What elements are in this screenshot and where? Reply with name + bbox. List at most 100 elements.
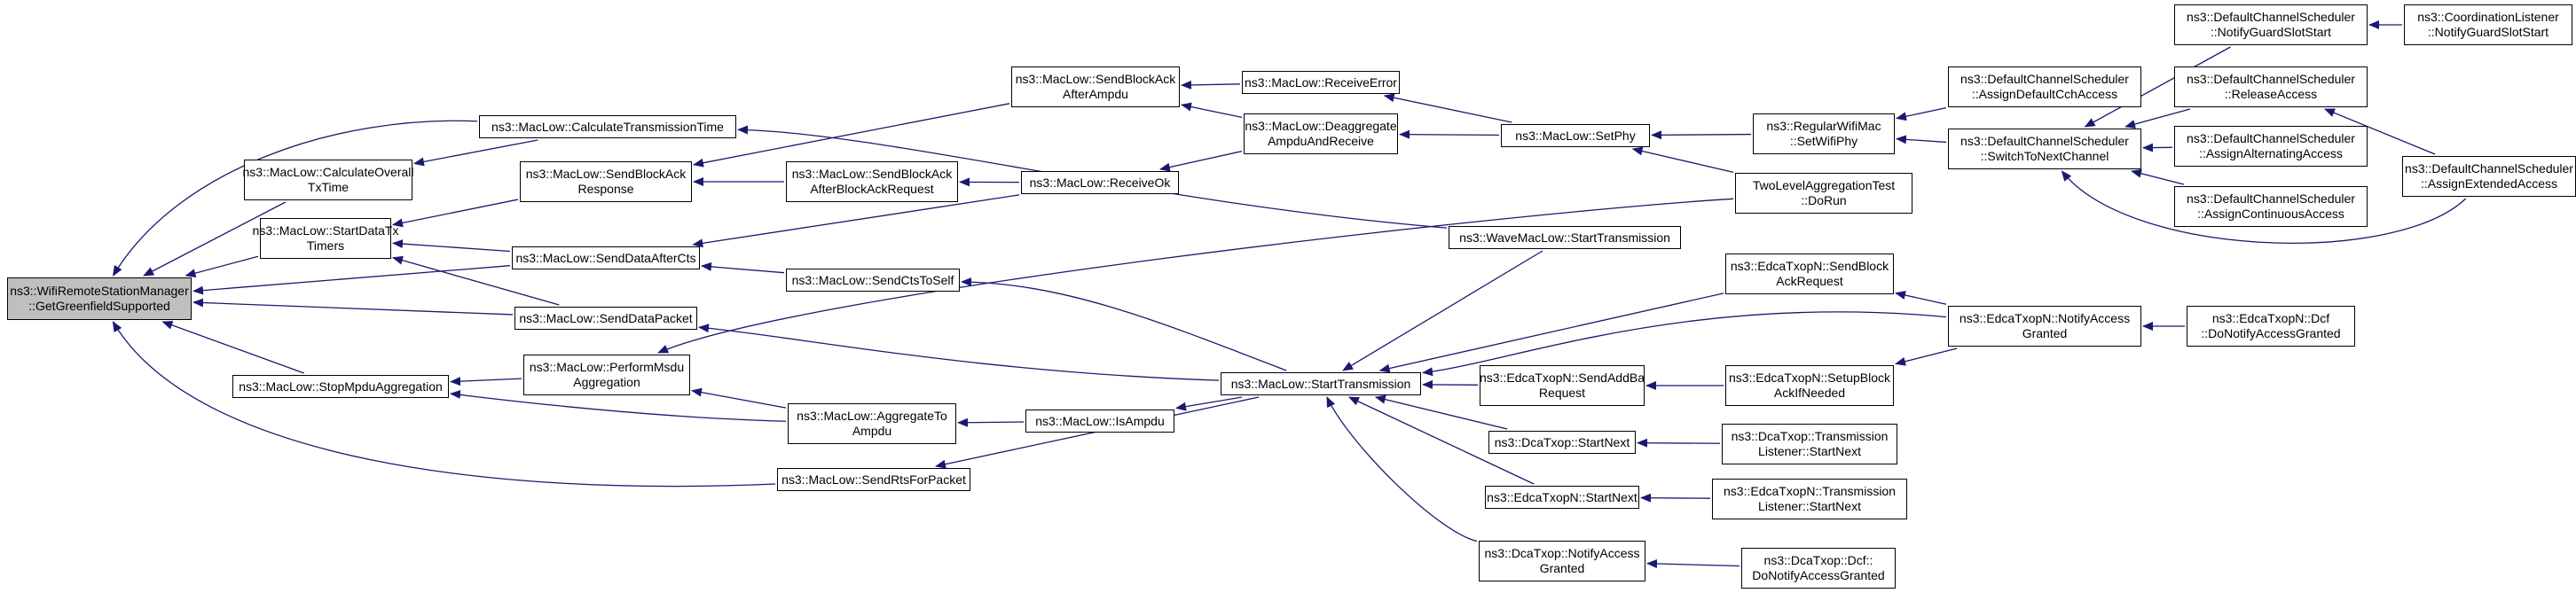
node-label-line: ns3::MacLow::IsAmpdu <box>1035 413 1165 428</box>
node-edcaStartNext[interactable]: ns3::EdcaTxopN::StartNext <box>1485 486 1639 509</box>
node-label-line: Aggregation <box>573 375 640 389</box>
node-label-line: Granted <box>1539 561 1585 575</box>
edge-startTransmission-to-sendDataPacket <box>698 324 1220 381</box>
node-label-line: ns3::EdcaTxopN::StartNext <box>1487 489 1637 504</box>
node-receiveError[interactable]: ns3::MacLow::ReceiveError <box>1242 71 1400 94</box>
node-setPhy[interactable]: ns3::MacLow::SetPhy <box>1501 124 1650 147</box>
node-waveStart[interactable]: ns3::WaveMacLow::StartTransmission <box>1449 226 1681 249</box>
node-sendDataAfterCts[interactable]: ns3::MacLow::SendDataAfterCts <box>512 246 700 269</box>
node-twoLevel[interactable]: TwoLevelAggregationTest::DoRun <box>1735 173 1912 214</box>
node-label-line: ns3::WifiRemoteStationManager <box>10 284 189 298</box>
edge-assignExtended-to-releaseAccess <box>2323 108 2436 155</box>
edge-aggregateTo-to-stopMpdu <box>450 389 787 422</box>
edge-assignExtended-to-switchToNext <box>2061 170 2467 244</box>
edge-aggregateTo-to-performMsdu <box>691 387 787 409</box>
edge-sendDataPacket-to-root <box>192 298 514 316</box>
edge-deaggregate-to-sendBlockAckAfterAmpdu <box>1181 102 1243 119</box>
node-regSetWifiPhy[interactable]: ns3::RegularWifiMac::SetWifiPhy <box>1753 113 1895 154</box>
edge-sendBlockAckAfterAmpdu-to-sendBlockAckResp <box>693 103 1010 168</box>
node-label-line: ns3::MacLow::SetPhy <box>1515 128 1636 143</box>
node-assignContinuous[interactable]: ns3::DefaultChannelScheduler::AssignCont… <box>2174 186 2368 227</box>
node-releaseAccess[interactable]: ns3::DefaultChannelScheduler::ReleaseAcc… <box>2174 66 2368 107</box>
node-sendRts[interactable]: ns3::MacLow::SendRtsForPacket <box>777 468 970 491</box>
edge-sendRts-to-root <box>112 321 776 488</box>
node-sendDataPacket[interactable]: ns3::MacLow::SendDataPacket <box>514 307 697 330</box>
edge-edcaNotify-to-edcaSendBlockAckReq <box>1895 291 1947 305</box>
node-calcTx[interactable]: ns3::MacLow::CalculateTransmissionTime <box>479 115 736 138</box>
node-label-line: ::GetGreenfieldSupported <box>28 299 170 313</box>
node-coordListener[interactable]: ns3::CoordinationListener::NotifyGuardSl… <box>2404 4 2572 45</box>
node-edcaDcfNotify[interactable]: ns3::EdcaTxopN::Dcf::DoNotifyAccessGrant… <box>2187 306 2355 347</box>
node-label-line: Ampdu <box>852 424 892 438</box>
edge-releaseAccess-to-switchToNext <box>2124 108 2191 129</box>
node-notifyGuard[interactable]: ns3::DefaultChannelScheduler::NotifyGuar… <box>2174 4 2368 45</box>
node-dcaDcfNotify[interactable]: ns3::DcaTxop::Dcf::DoNotifyAccessGranted <box>1741 548 1896 589</box>
node-label-line: ns3::EdcaTxopN::SendAddBa <box>1480 371 1645 385</box>
node-dcaStartNext[interactable]: ns3::DcaTxop::StartNext <box>1488 431 1636 454</box>
edge-twoLevel-to-performMsdu <box>657 198 1734 354</box>
node-assignDefaultCch[interactable]: ns3::DefaultChannelScheduler::AssignDefa… <box>1948 66 2141 107</box>
edge-dcaNotify-to-startTransmission <box>1326 396 1478 542</box>
node-switchToNext[interactable]: ns3::DefaultChannelScheduler::SwitchToNe… <box>1948 129 2141 169</box>
node-assignExtended[interactable]: ns3::DefaultChannelScheduler::AssignExte… <box>2402 156 2576 197</box>
node-receiveOk[interactable]: ns3::MacLow::ReceiveOk <box>1021 171 1179 194</box>
node-label-line: Request <box>1538 386 1586 400</box>
node-label-line: ns3::MacLow::SendRtsForPacket <box>781 472 966 487</box>
edge-setPhy-to-deaggregate <box>1399 129 1500 139</box>
node-label-line: ns3::DefaultChannelScheduler <box>1960 134 2129 148</box>
node-stopMpdu[interactable]: ns3::MacLow::StopMpduAggregation <box>232 375 449 398</box>
node-label-line: ns3::EdcaTxopN::Transmission <box>1724 484 1896 498</box>
edge-calcTx-to-root <box>113 120 478 277</box>
node-label-line: ns3::WaveMacLow::StartTransmission <box>1459 230 1670 245</box>
node-label-line: ns3::EdcaTxopN::SetupBlock <box>1728 371 1891 385</box>
node-label-line: ns3::MacLow::StopMpduAggregation <box>239 378 443 394</box>
edge-edcaNotify-to-startTransmission <box>1422 311 1947 377</box>
node-sendCtsToSelf[interactable]: ns3::MacLow::SendCtsToSelf <box>786 269 960 292</box>
edge-edcaStartNext-to-startTransmission <box>1347 396 1535 485</box>
node-label-line: ::AssignDefaultCchAccess <box>1971 87 2118 101</box>
edge-startTransmission-to-isAmpdu <box>1175 396 1243 411</box>
node-isAmpdu[interactable]: ns3::MacLow::IsAmpdu <box>1025 410 1174 433</box>
node-label-line: ::AssignExtendedAccess <box>2420 176 2558 191</box>
node-label-line: ns3::MacLow::SendDataAfterCts <box>515 250 696 265</box>
edge-startTransmission-to-sendCtsToSelf <box>961 277 1287 371</box>
node-label-line: ns3::RegularWifiMac <box>1766 119 1881 133</box>
node-label-line: TwoLevelAggregationTest <box>1752 178 1896 192</box>
node-label-line: ns3::MacLow::Deaggregate <box>1245 119 1397 133</box>
edge-receiveOk-to-sendDataAfterCts <box>692 194 1020 248</box>
node-label-line: ns3::MacLow::SendBlockAck <box>791 167 953 181</box>
node-label-line: ns3::DefaultChannelScheduler <box>2187 72 2355 86</box>
node-label-line: ns3::DefaultChannelScheduler <box>2187 131 2355 145</box>
node-startTransmission[interactable]: ns3::MacLow::StartTransmission <box>1221 372 1421 395</box>
node-label-line: ns3::MacLow::ReceiveOk <box>1029 175 1171 190</box>
edge-waveStart-to-calcTx <box>737 125 1448 229</box>
node-label-line: AfterBlockAckRequest <box>810 182 934 196</box>
node-label-line: ns3::MacLow::SendCtsToSelf <box>791 272 954 287</box>
node-label-line: AmpduAndReceive <box>1268 134 1374 148</box>
node-label-line: ::DoNotifyAccessGranted <box>2201 326 2341 340</box>
node-root[interactable]: ns3::WifiRemoteStationManager::GetGreenf… <box>7 277 192 320</box>
node-label-line: ns3::MacLow::ReceiveError <box>1245 74 1397 90</box>
edge-sendDataAfterCts-to-startDataTx <box>392 239 511 253</box>
node-label-line: ns3::DcaTxop::NotifyAccess <box>1484 546 1640 560</box>
node-label-line: AckIfNeeded <box>1773 386 1846 400</box>
edge-sendDataPacket-to-startDataTx <box>392 255 560 306</box>
node-label-line: ns3::DefaultChannelScheduler <box>2405 161 2573 176</box>
node-assignAlternating[interactable]: ns3::DefaultChannelScheduler::AssignAlte… <box>2174 126 2368 167</box>
